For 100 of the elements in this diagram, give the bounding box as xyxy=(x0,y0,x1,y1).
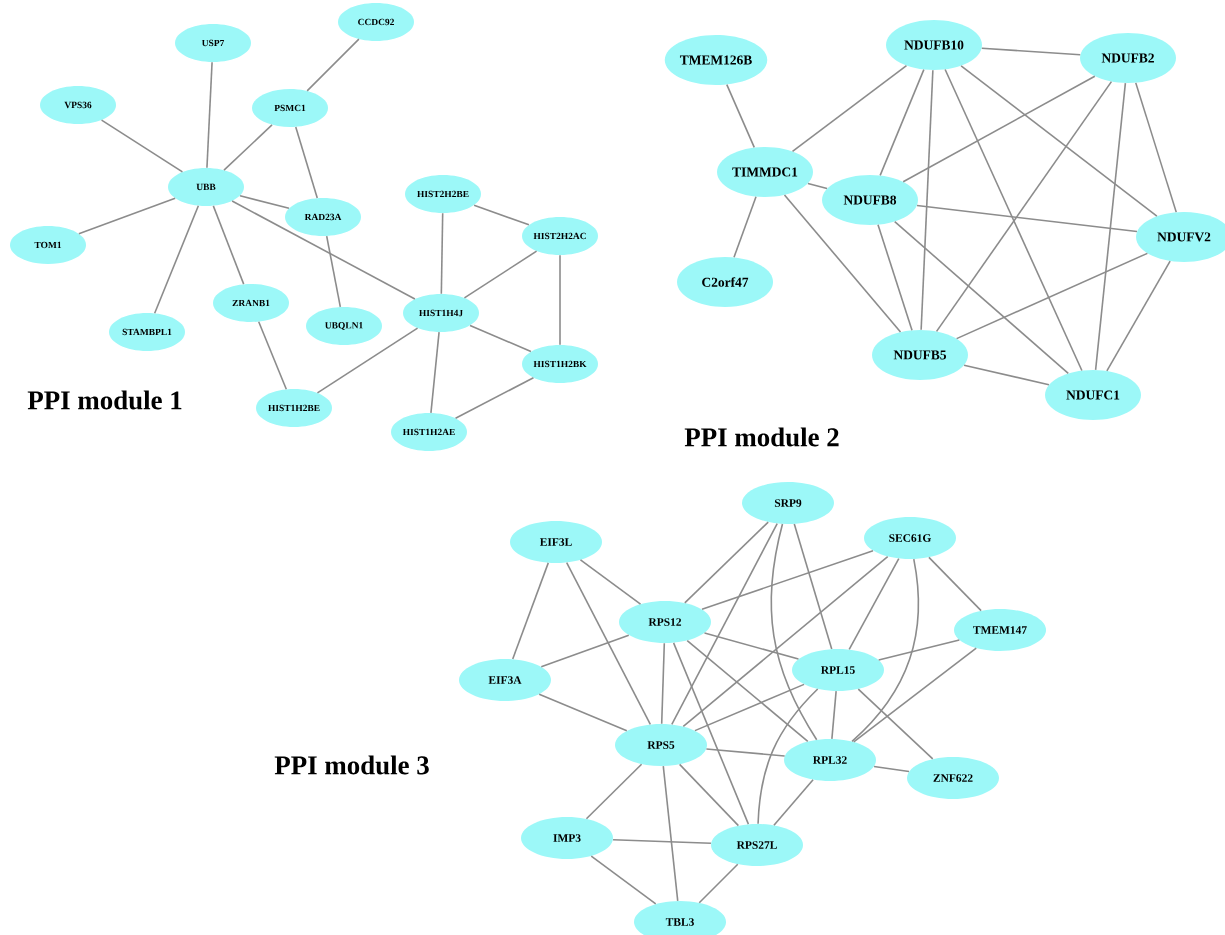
interaction-line xyxy=(1094,82,1127,371)
interaction-line xyxy=(848,557,900,651)
interaction-line xyxy=(960,65,1158,217)
interaction-line xyxy=(684,521,769,604)
interaction-line xyxy=(662,765,679,902)
protein-node: RPL32 xyxy=(784,739,876,781)
interaction-line xyxy=(1135,82,1177,213)
protein-node: HIST2H2AC xyxy=(522,217,598,255)
protein-node: ZNF622 xyxy=(907,757,999,799)
protein-node: C2orf47 xyxy=(677,257,773,307)
protein-node: HIST1H2AE xyxy=(391,413,467,451)
interaction-line xyxy=(686,639,809,743)
protein-node: TMEM147 xyxy=(954,609,1046,651)
interaction-line xyxy=(807,182,828,190)
protein-node: TIMMDC1 xyxy=(717,147,813,197)
interaction-line xyxy=(212,205,245,285)
interaction-line xyxy=(294,126,319,199)
interaction-line xyxy=(153,205,200,314)
module-title: PPI module 3 xyxy=(274,755,429,775)
interaction-line xyxy=(590,855,657,905)
interaction-line xyxy=(893,220,1070,375)
protein-node: NDUFB5 xyxy=(872,330,968,380)
protein-node: USP7 xyxy=(175,24,251,62)
interaction-line xyxy=(981,47,1081,56)
interaction-line xyxy=(612,838,712,845)
protein-node: PSMC1 xyxy=(252,89,328,127)
protein-node: NDUFV2 xyxy=(1136,212,1225,262)
protein-node: UBB xyxy=(168,168,244,206)
module-title: PPI module 2 xyxy=(684,427,839,447)
protein-node: HIST1H2BE xyxy=(256,389,332,427)
interaction-line xyxy=(920,69,934,331)
protein-node: RPS5 xyxy=(615,724,707,766)
interaction-line xyxy=(559,254,561,346)
interaction-line xyxy=(473,204,530,226)
interaction-line xyxy=(100,119,184,173)
interaction-line xyxy=(963,364,1050,386)
interaction-line xyxy=(469,324,532,353)
interaction-line xyxy=(857,688,934,760)
protein-node: TOM1 xyxy=(10,226,86,264)
protein-node: RAD23A xyxy=(285,198,361,236)
protein-node: CCDC92 xyxy=(338,3,414,41)
protein-node: SRP9 xyxy=(742,482,834,524)
interaction-line xyxy=(770,523,818,741)
interaction-line xyxy=(678,763,740,827)
interaction-line xyxy=(206,61,213,169)
interaction-line xyxy=(257,321,288,390)
interaction-line xyxy=(540,634,630,668)
interaction-line xyxy=(877,224,913,331)
protein-node: STAMBPL1 xyxy=(109,313,185,351)
protein-node: EIF3A xyxy=(459,659,551,701)
protein-node: RPS12 xyxy=(619,601,711,643)
interaction-line xyxy=(853,647,978,743)
interaction-line xyxy=(78,197,176,235)
interaction-line xyxy=(660,642,666,725)
interaction-line xyxy=(916,204,1138,233)
interaction-line xyxy=(877,639,961,661)
interaction-line xyxy=(873,765,910,773)
protein-node: NDUFB8 xyxy=(822,175,918,225)
interaction-line xyxy=(682,555,889,728)
interaction-line xyxy=(1106,260,1171,372)
interaction-line xyxy=(703,632,800,660)
interaction-line xyxy=(579,559,642,605)
interaction-line xyxy=(793,523,833,650)
interaction-line xyxy=(672,642,750,825)
interaction-line xyxy=(705,748,786,757)
interaction-line xyxy=(935,80,1113,333)
interaction-line xyxy=(879,68,925,177)
protein-node: VPS36 xyxy=(40,86,116,124)
protein-node: ZRANB1 xyxy=(213,284,289,322)
protein-node: UBQLN1 xyxy=(306,307,382,345)
interaction-line xyxy=(928,556,982,612)
interaction-line xyxy=(454,377,535,419)
interaction-line xyxy=(831,690,837,740)
interaction-line xyxy=(231,200,416,300)
interaction-line xyxy=(239,194,290,210)
interaction-line xyxy=(440,212,444,295)
interaction-line xyxy=(316,327,419,394)
protein-node: EIF3L xyxy=(510,521,602,563)
interaction-line xyxy=(757,688,819,825)
interaction-line xyxy=(511,562,550,660)
interaction-line xyxy=(944,68,1083,372)
module-title: PPI module 1 xyxy=(27,390,182,410)
interaction-line xyxy=(791,64,908,153)
interaction-line xyxy=(701,549,874,611)
interaction-line xyxy=(773,778,814,827)
interaction-line xyxy=(726,83,756,149)
protein-node: HIST1H4J xyxy=(403,294,479,332)
protein-node: RPL15 xyxy=(792,649,884,691)
protein-node: IMP3 xyxy=(521,817,613,859)
interaction-line xyxy=(463,250,538,299)
interaction-line xyxy=(671,522,778,726)
protein-node: HIST2H2BE xyxy=(405,175,481,213)
interaction-line xyxy=(538,693,628,732)
interaction-line xyxy=(698,863,739,904)
protein-node: NDUFB2 xyxy=(1080,33,1176,83)
protein-node: TBL3 xyxy=(634,901,726,935)
interaction-line xyxy=(733,195,757,259)
interaction-line xyxy=(306,38,360,92)
interaction-line xyxy=(430,331,440,414)
protein-node: HIST1H2BK xyxy=(522,345,598,383)
